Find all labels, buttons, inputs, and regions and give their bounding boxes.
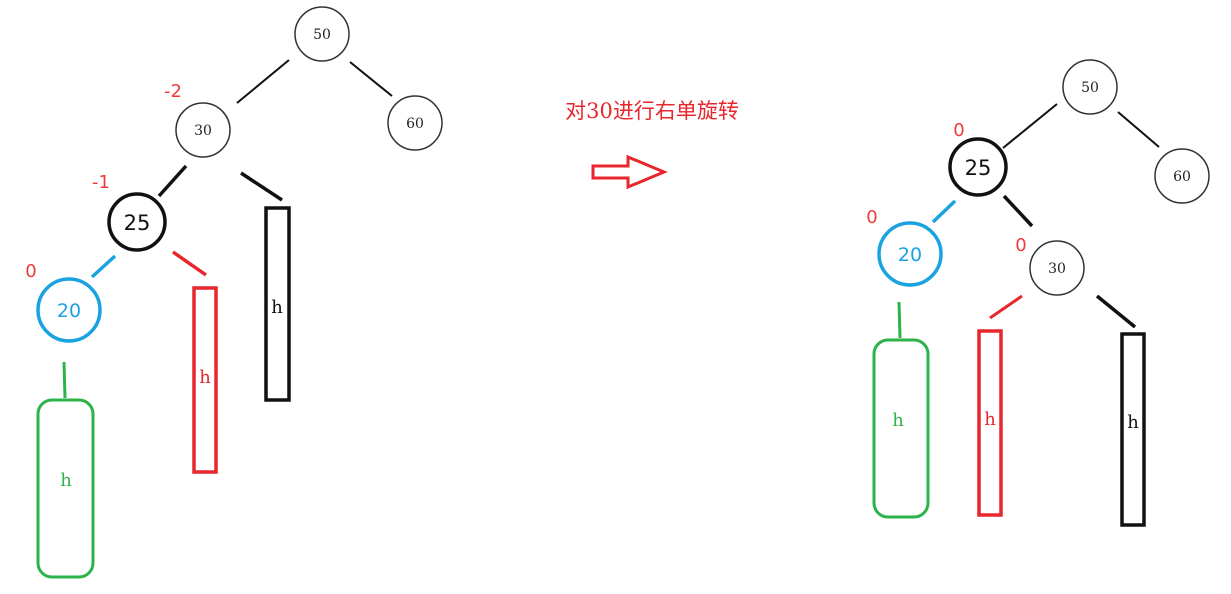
node-20-label: 20 xyxy=(898,244,922,266)
balance-factor-20: 0 xyxy=(25,261,36,282)
tree-before: 50 60 30 25 20 -2 -1 0 h h h xyxy=(25,6,443,579)
node-60-label: 60 xyxy=(406,116,424,132)
node-30 xyxy=(175,102,231,158)
subtree-red xyxy=(977,329,1003,517)
rotation-caption: 对30进行右单旋转 xyxy=(565,99,739,123)
node-60 xyxy=(1154,148,1210,204)
edge-25-20 xyxy=(90,254,117,279)
subtree-black xyxy=(264,206,291,402)
subtree-red xyxy=(192,286,218,474)
balance-factor-20: 0 xyxy=(866,207,877,228)
node-20 xyxy=(36,277,102,343)
node-25 xyxy=(107,192,167,252)
node-60 xyxy=(387,95,443,151)
subtree-red-label: h xyxy=(984,409,996,430)
subtree-green xyxy=(872,338,930,519)
node-60-label: 60 xyxy=(1173,169,1191,185)
node-30-label: 30 xyxy=(1048,261,1066,277)
edge-25-20 xyxy=(931,199,957,224)
balance-factor-30: 0 xyxy=(1015,235,1026,256)
balance-factor-25: 0 xyxy=(953,120,964,141)
node-25-label: 25 xyxy=(965,156,992,180)
edge-25-30 xyxy=(1002,194,1034,228)
node-25 xyxy=(948,137,1008,197)
subtree-black-label: h xyxy=(271,297,283,318)
subtree-black-label: h xyxy=(1127,412,1139,433)
node-25-label: 25 xyxy=(124,211,151,235)
balance-factor-25: -1 xyxy=(92,172,110,193)
node-30-label: 30 xyxy=(194,123,212,139)
transform-arrow xyxy=(591,154,668,190)
subtree-red-label: h xyxy=(199,367,211,388)
node-50-label: 50 xyxy=(313,27,331,43)
node-20 xyxy=(877,221,943,287)
edge-50-30 xyxy=(236,59,290,104)
tree-after: 50 60 25 20 30 0 0 0 h h h xyxy=(866,59,1210,527)
node-20-label: 20 xyxy=(57,300,81,322)
edge-20-green-subtree xyxy=(897,301,902,339)
edge-30-black-subtree xyxy=(1095,294,1137,329)
edge-30-red-subtree xyxy=(989,294,1023,320)
subtree-black xyxy=(1120,332,1146,527)
subtree-green-label: h xyxy=(892,410,904,431)
edge-20-subtree xyxy=(62,361,67,399)
subtree-green-label: h xyxy=(60,470,72,491)
edge-30-25 xyxy=(157,164,188,198)
edge-50-25 xyxy=(1002,103,1058,149)
edge-30-subtree xyxy=(240,171,283,202)
edge-50-60 xyxy=(349,61,393,97)
edge-25-subtree xyxy=(171,250,208,277)
node-50 xyxy=(294,6,350,62)
node-50-label: 50 xyxy=(1081,80,1099,96)
edge-50-60 xyxy=(1117,111,1160,148)
balance-factor-30: -2 xyxy=(164,81,182,102)
node-50 xyxy=(1062,59,1118,115)
node-30 xyxy=(1029,240,1085,296)
subtree-green xyxy=(36,398,95,579)
